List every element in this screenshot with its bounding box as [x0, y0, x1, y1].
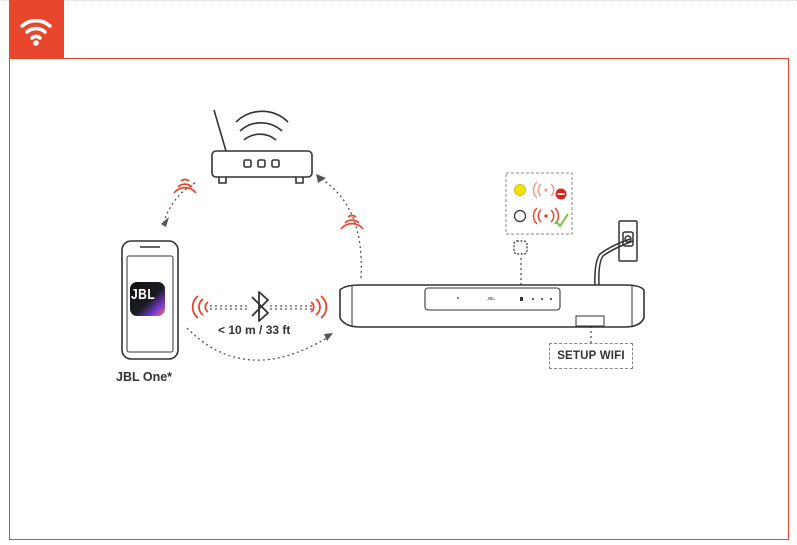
bluetooth-range-label: < 10 m / 33 ft [218, 323, 291, 337]
jbl-app-icon [130, 282, 165, 316]
signal-waves-soundbar [340, 214, 364, 230]
setup-wifi-label: SETUP WIFI [557, 350, 625, 362]
soundbar-button-icon [513, 240, 528, 255]
led-yellow-indicator [514, 184, 526, 196]
bluetooth-icon [251, 291, 269, 322]
status-legend [505, 172, 573, 235]
diagram-frame [9, 58, 789, 540]
led-off-indicator [513, 209, 527, 223]
router-icon [211, 109, 313, 184]
wifi-icon [20, 18, 52, 46]
top-divider [0, 0, 797, 3]
arrow-soundbar-to-router [319, 177, 362, 279]
app-name-label: JBL One* [116, 370, 173, 384]
signal-waves-router [173, 178, 197, 194]
setup-wifi-button[interactable]: SETUP WIFI [549, 343, 633, 369]
power-outlet [594, 220, 638, 287]
arrow-router-to-phone [163, 182, 196, 223]
connected-check-icon [555, 213, 569, 228]
jbl-app-logo-text: JBL [131, 285, 156, 303]
wifi-badge [9, 0, 64, 59]
svg-text:JBL: JBL [487, 296, 495, 301]
soundbar-device: JBL [339, 284, 645, 328]
soundbar-display-panel [575, 315, 605, 327]
signal-waves-soundbar-side [310, 295, 328, 319]
signal-waves-phone-side [191, 295, 209, 319]
